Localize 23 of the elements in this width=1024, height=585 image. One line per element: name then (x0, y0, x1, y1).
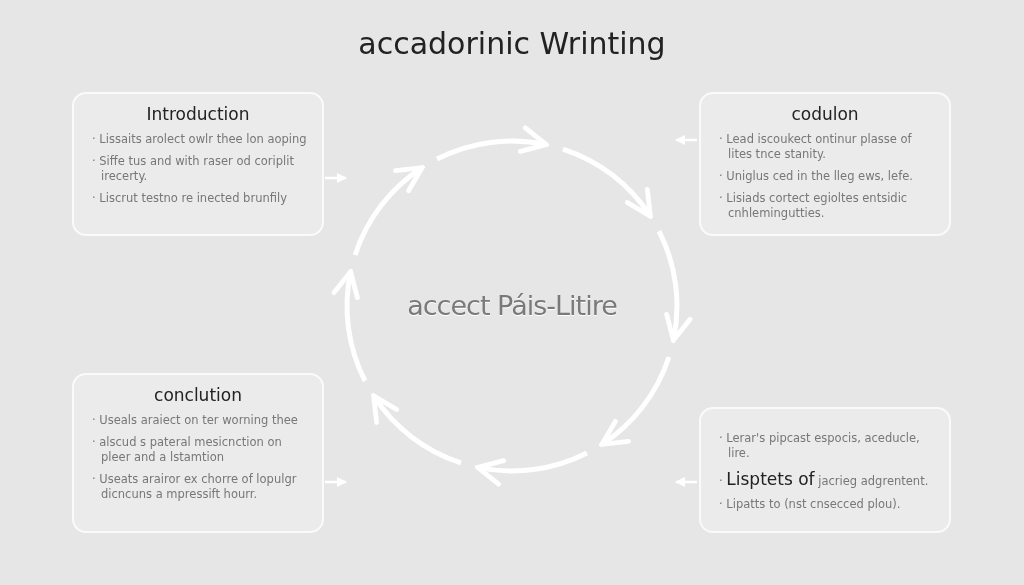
center-label: accect Páis-Litire (372, 290, 652, 321)
bullet-text: · Useals araiect on ter worning thee (92, 413, 299, 428)
text-card (72, 373, 324, 533)
card-heading: Introduction (145, 104, 251, 124)
text-card (72, 92, 324, 236)
bullet-text: · Siffe tus and with raser od coriplit irecerty. (92, 153, 295, 184)
bullet-text: · Lissaits arolect owlr thee lon aoping (92, 132, 308, 147)
bullet-text: · Lisiads cortect egioltes entsidic cnhlemingutties. (719, 190, 909, 221)
arrow (325, 477, 347, 487)
bullet-text: · Uniglus ced in the lleg ews, lefe. (719, 168, 914, 184)
bullet-text: · Liscrut testno re inected brunfily (92, 190, 288, 206)
title: accadorinic Wrinting (357, 26, 667, 61)
arrow (675, 135, 697, 145)
bullet-text: · Lisptets of jacrieg adgrentent. (719, 467, 930, 490)
arrow (325, 173, 347, 183)
bullet-text: · Lead iscoukect ontinur plasse of lites tnce stanity. (719, 132, 913, 162)
arrow (675, 477, 697, 487)
card-heading: codulon (790, 104, 860, 124)
card-heading: conclution (153, 385, 243, 405)
bullet-text: · Lerar's pipcast espocis, aceducle, lire. (719, 431, 921, 461)
bullet-text: · Useats arairor ex chorre of lopulgr dicncuns a mpressift hourr. (92, 471, 298, 502)
bullet-text: · Lipatts to (nst cnsecced plou). (719, 496, 902, 512)
bullet-text: · alscud s pateral mesicnction on pleer and a lstamtion (92, 434, 283, 465)
